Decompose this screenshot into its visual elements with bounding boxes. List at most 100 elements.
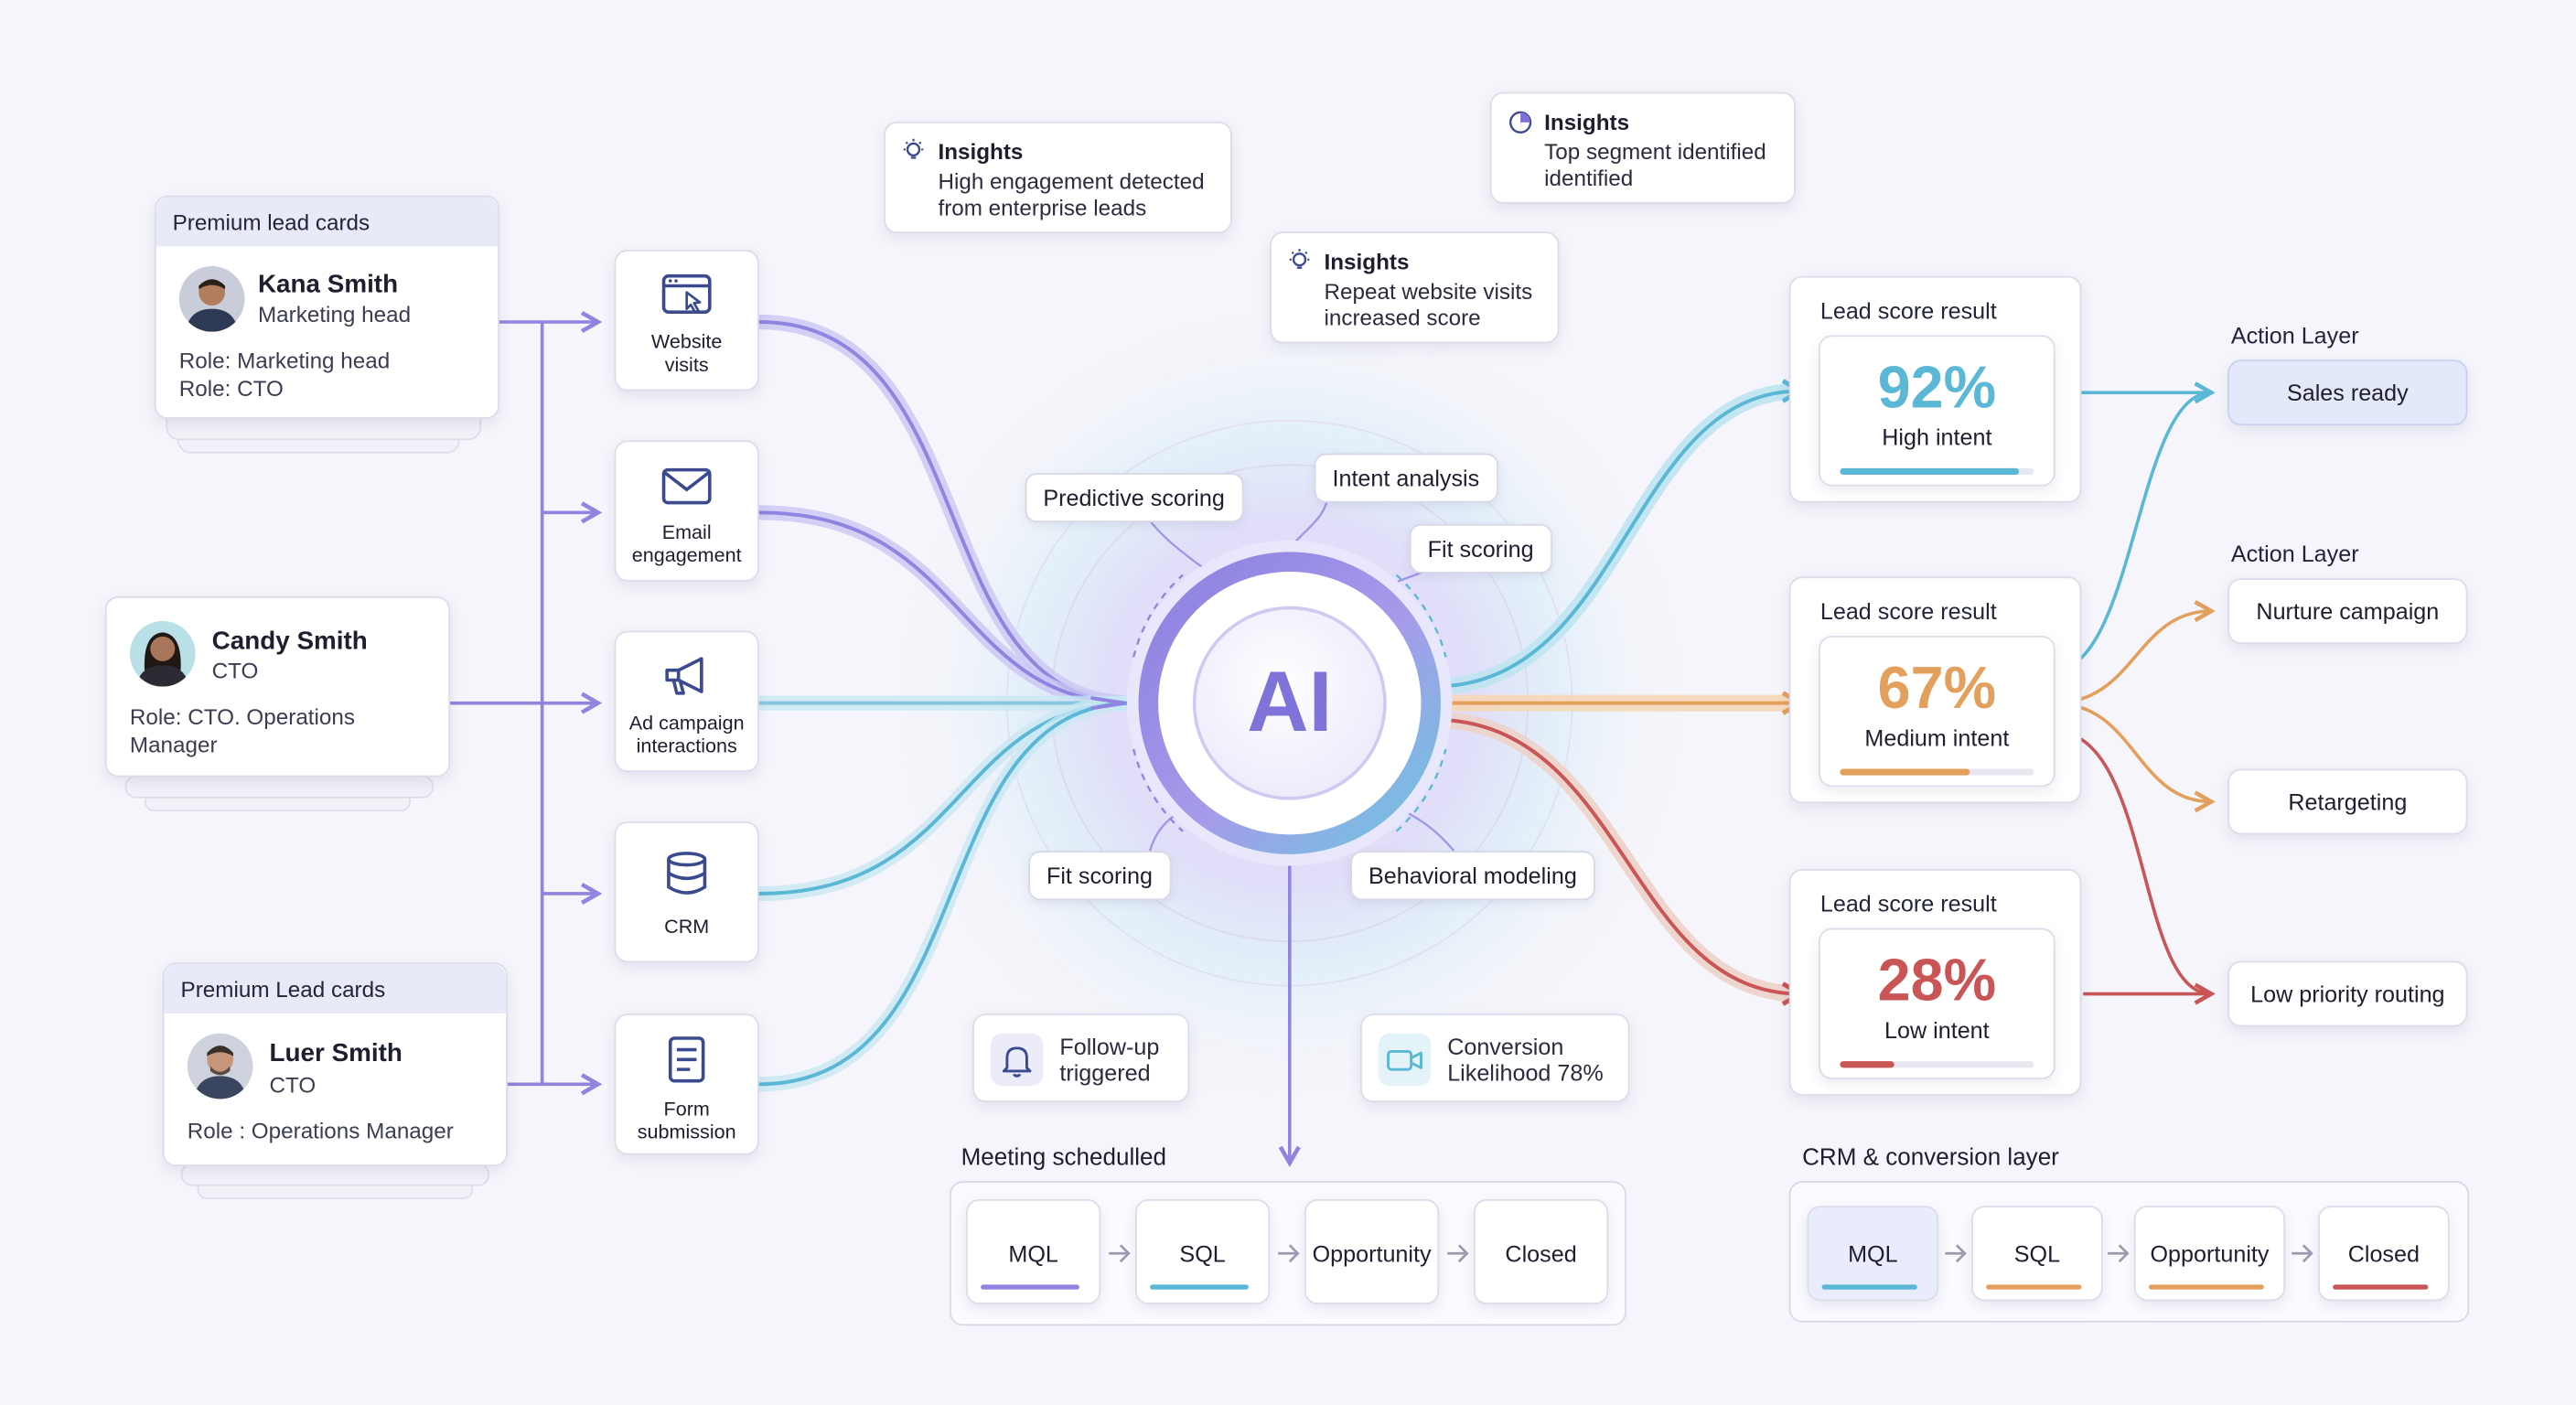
score-bar-track [1840, 467, 2034, 476]
avatar [187, 1033, 253, 1099]
insight-card-top-segment[interactable]: Insights Top segment identified identifi… [1489, 91, 1796, 204]
chip-fit-scoring-bottom[interactable]: Fit scoring [1028, 851, 1171, 901]
score-percent: 67% [1877, 653, 1997, 722]
card-stack-shadow [124, 775, 435, 799]
insight-title: Insights [1544, 110, 1630, 135]
stage-opportunity[interactable]: Opportunity [1304, 1199, 1440, 1304]
source-label: Form [663, 1097, 710, 1121]
lead-title: Marketing head [257, 302, 412, 327]
stage-sql[interactable]: SQL [1134, 1199, 1271, 1304]
lead-connectors [450, 310, 603, 1096]
score-inner: 92% High intent [1819, 335, 2055, 487]
source-label: CRM [664, 915, 710, 938]
source-flows [751, 314, 1142, 1092]
source-form-submission[interactable]: Form submission [614, 1014, 759, 1155]
chevron-right-icon [1447, 1244, 1469, 1263]
browser-cursor-icon [661, 273, 712, 315]
event-conversion-likelihood[interactable]: Conversion Likelihood 78% [1360, 1014, 1630, 1103]
lead-card-kana[interactable]: Premium lead cards Kana Smith Marketing … [154, 195, 499, 419]
event-text: Follow-up [1059, 1033, 1160, 1060]
score-bar-fill [1840, 1061, 1894, 1068]
action-sales-ready[interactable]: Sales ready [2227, 359, 2468, 426]
insight-card-engagement[interactable]: Insights High engagement detected from e… [884, 121, 1232, 234]
lead-role: Manager [129, 732, 218, 757]
megaphone-icon [665, 657, 703, 695]
stage-bar [1821, 1284, 1917, 1290]
stage-label: Closed [1505, 1239, 1577, 1267]
lightbulb-icon [1289, 249, 1310, 269]
stage-closed[interactable]: Closed [1473, 1199, 1609, 1304]
stage-mql[interactable]: MQL [1807, 1206, 1939, 1302]
ai-orb [1126, 540, 1453, 866]
video-icon-bg [1378, 1033, 1432, 1087]
source-label: Ad campaign [628, 711, 745, 735]
lightbulb-icon [903, 138, 924, 159]
insight-text: from enterprise leads [938, 195, 1147, 220]
source-label: engagement [631, 543, 742, 567]
pipeline-title: Meeting schedulled [961, 1144, 1167, 1172]
source-website-visits[interactable]: Website visits [614, 249, 759, 391]
score-title: Lead score result [1819, 890, 1997, 917]
score-card-low[interactable]: Lead score result 28% Low intent [1788, 869, 2082, 1096]
event-text: Likelihood 78% [1447, 1059, 1604, 1087]
chevron-right-icon [2292, 1244, 2313, 1263]
stage-mql[interactable]: MQL [965, 1199, 1101, 1304]
insight-text: increased score [1324, 306, 1481, 330]
lead-card-header: Premium lead cards [156, 197, 499, 247]
chevron-right-icon [1945, 1244, 1967, 1263]
action-layer-title: Action Layer [2230, 321, 2359, 349]
score-bar-fill [1840, 467, 2019, 476]
lead-card-candy[interactable]: Candy Smith CTO Role: CTO. Operations Ma… [104, 595, 451, 778]
score-inner: 67% Medium intent [1819, 636, 2055, 788]
chevron-right-icon [1278, 1244, 1300, 1263]
action-nurture-campaign[interactable]: Nurture campaign [2227, 578, 2468, 644]
chip-fit-scoring-top[interactable]: Fit scoring [1409, 523, 1552, 574]
lead-role: Role: CTO [178, 376, 284, 402]
score-inner: 28% Low intent [1819, 928, 2055, 1079]
stage-label: SQL [1179, 1239, 1226, 1267]
chip-predictive-scoring[interactable]: Predictive scoring [1025, 473, 1243, 523]
action-retargeting[interactable]: Retargeting [2227, 768, 2468, 835]
stage-label: SQL [2013, 1239, 2061, 1267]
bell-icon-bg [990, 1033, 1044, 1087]
stage-opportunity[interactable]: Opportunity [2133, 1206, 2286, 1302]
source-email-engagement[interactable]: Email engagement [614, 440, 759, 582]
score-label: Medium intent [1864, 724, 2010, 751]
lead-name: Candy Smith [211, 627, 368, 656]
stage-bar [981, 1284, 1079, 1290]
event-text: Conversion [1447, 1033, 1564, 1060]
source-label: Website [650, 329, 723, 354]
event-follow-up[interactable]: Follow-up triggered [972, 1014, 1190, 1103]
stage-label: MQL [1848, 1239, 1898, 1267]
score-card-high[interactable]: Lead score result 92% High intent [1788, 275, 2082, 503]
stage-sql[interactable]: SQL [1971, 1206, 2103, 1302]
score-bar-track [1840, 1061, 2034, 1068]
source-ad-campaign[interactable]: Ad campaign interactions [614, 630, 759, 773]
lead-card-header: Premium Lead cards [164, 964, 507, 1014]
score-percent: 92% [1877, 353, 1997, 421]
stage-closed[interactable]: Closed [2318, 1206, 2450, 1302]
insight-text: Top segment identified [1544, 139, 1766, 165]
score-percent: 28% [1877, 946, 1997, 1014]
stage-bar [2333, 1284, 2429, 1290]
chip-behavioral-modeling[interactable]: Behavioral modeling [1350, 851, 1595, 901]
stage-bar [1986, 1284, 2082, 1290]
lead-card-luer[interactable]: Premium Lead cards Luer Smith CTO Role :… [162, 962, 508, 1167]
insight-card-repeat-visits[interactable]: Insights Repeat website visits increased… [1270, 231, 1560, 344]
lead-name: Kana Smith [257, 271, 399, 299]
lead-role: Role : Operations Manager [187, 1119, 454, 1143]
score-label: High intent [1882, 424, 1992, 451]
chip-intent-analysis[interactable]: Intent analysis [1314, 453, 1497, 503]
form-document-icon [668, 1036, 705, 1083]
insight-text: identified [1544, 166, 1634, 191]
insight-text: High engagement detected [938, 168, 1205, 194]
action-low-priority-routing[interactable]: Low priority routing [2227, 960, 2468, 1027]
chevron-right-icon [1109, 1244, 1131, 1263]
source-crm[interactable]: CRM [614, 820, 759, 963]
score-flows [1424, 379, 1809, 1006]
stage-label: Opportunity [1312, 1239, 1432, 1267]
score-card-medium[interactable]: Lead score result 67% Medium intent [1788, 576, 2082, 804]
action-layer-title: Action Layer [2230, 540, 2359, 567]
insight-title: Insights [1324, 249, 1410, 274]
stage-label: Opportunity [2150, 1239, 2270, 1267]
